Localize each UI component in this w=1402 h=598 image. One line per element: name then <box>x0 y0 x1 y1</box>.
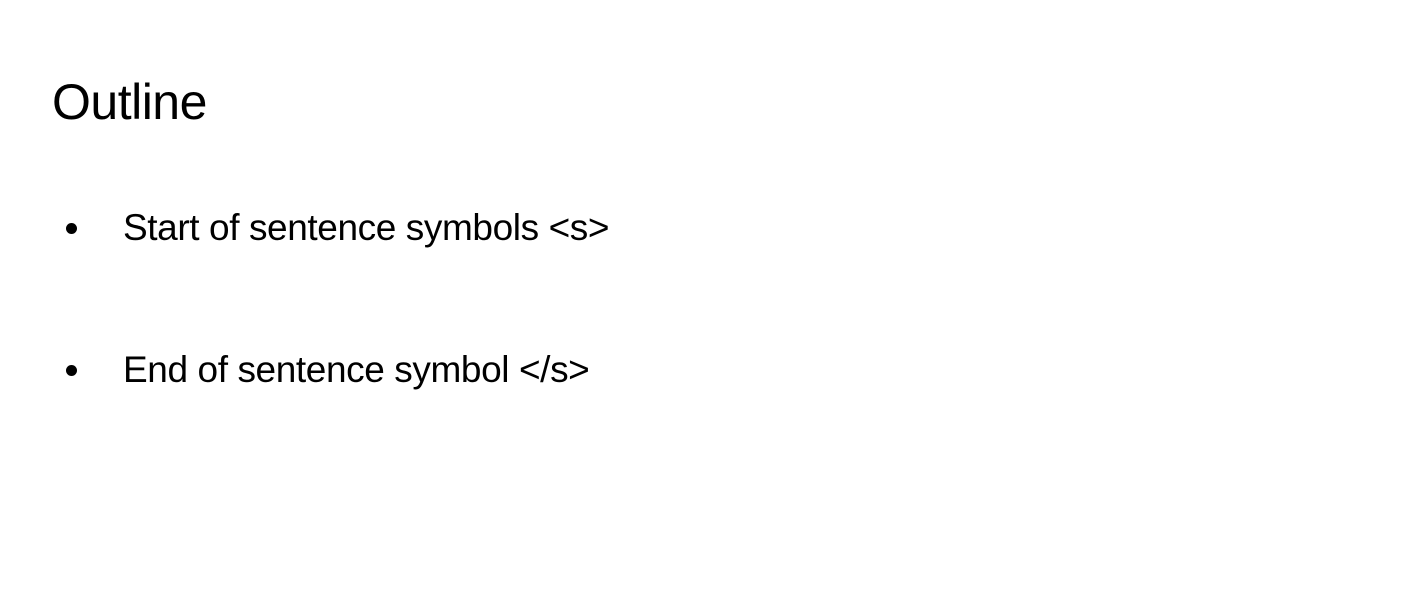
bullet-dot-icon <box>66 364 77 376</box>
slide-title: Outline <box>52 74 207 130</box>
bullet-item: Start of sentence symbols <s> <box>66 203 609 253</box>
bullet-dot-icon <box>66 222 77 234</box>
bullet-item: End of sentence symbol </s> <box>66 345 590 395</box>
bullet-text: End of sentence symbol </s> <box>123 349 590 390</box>
bullet-text: Start of sentence symbols <s> <box>123 207 610 248</box>
